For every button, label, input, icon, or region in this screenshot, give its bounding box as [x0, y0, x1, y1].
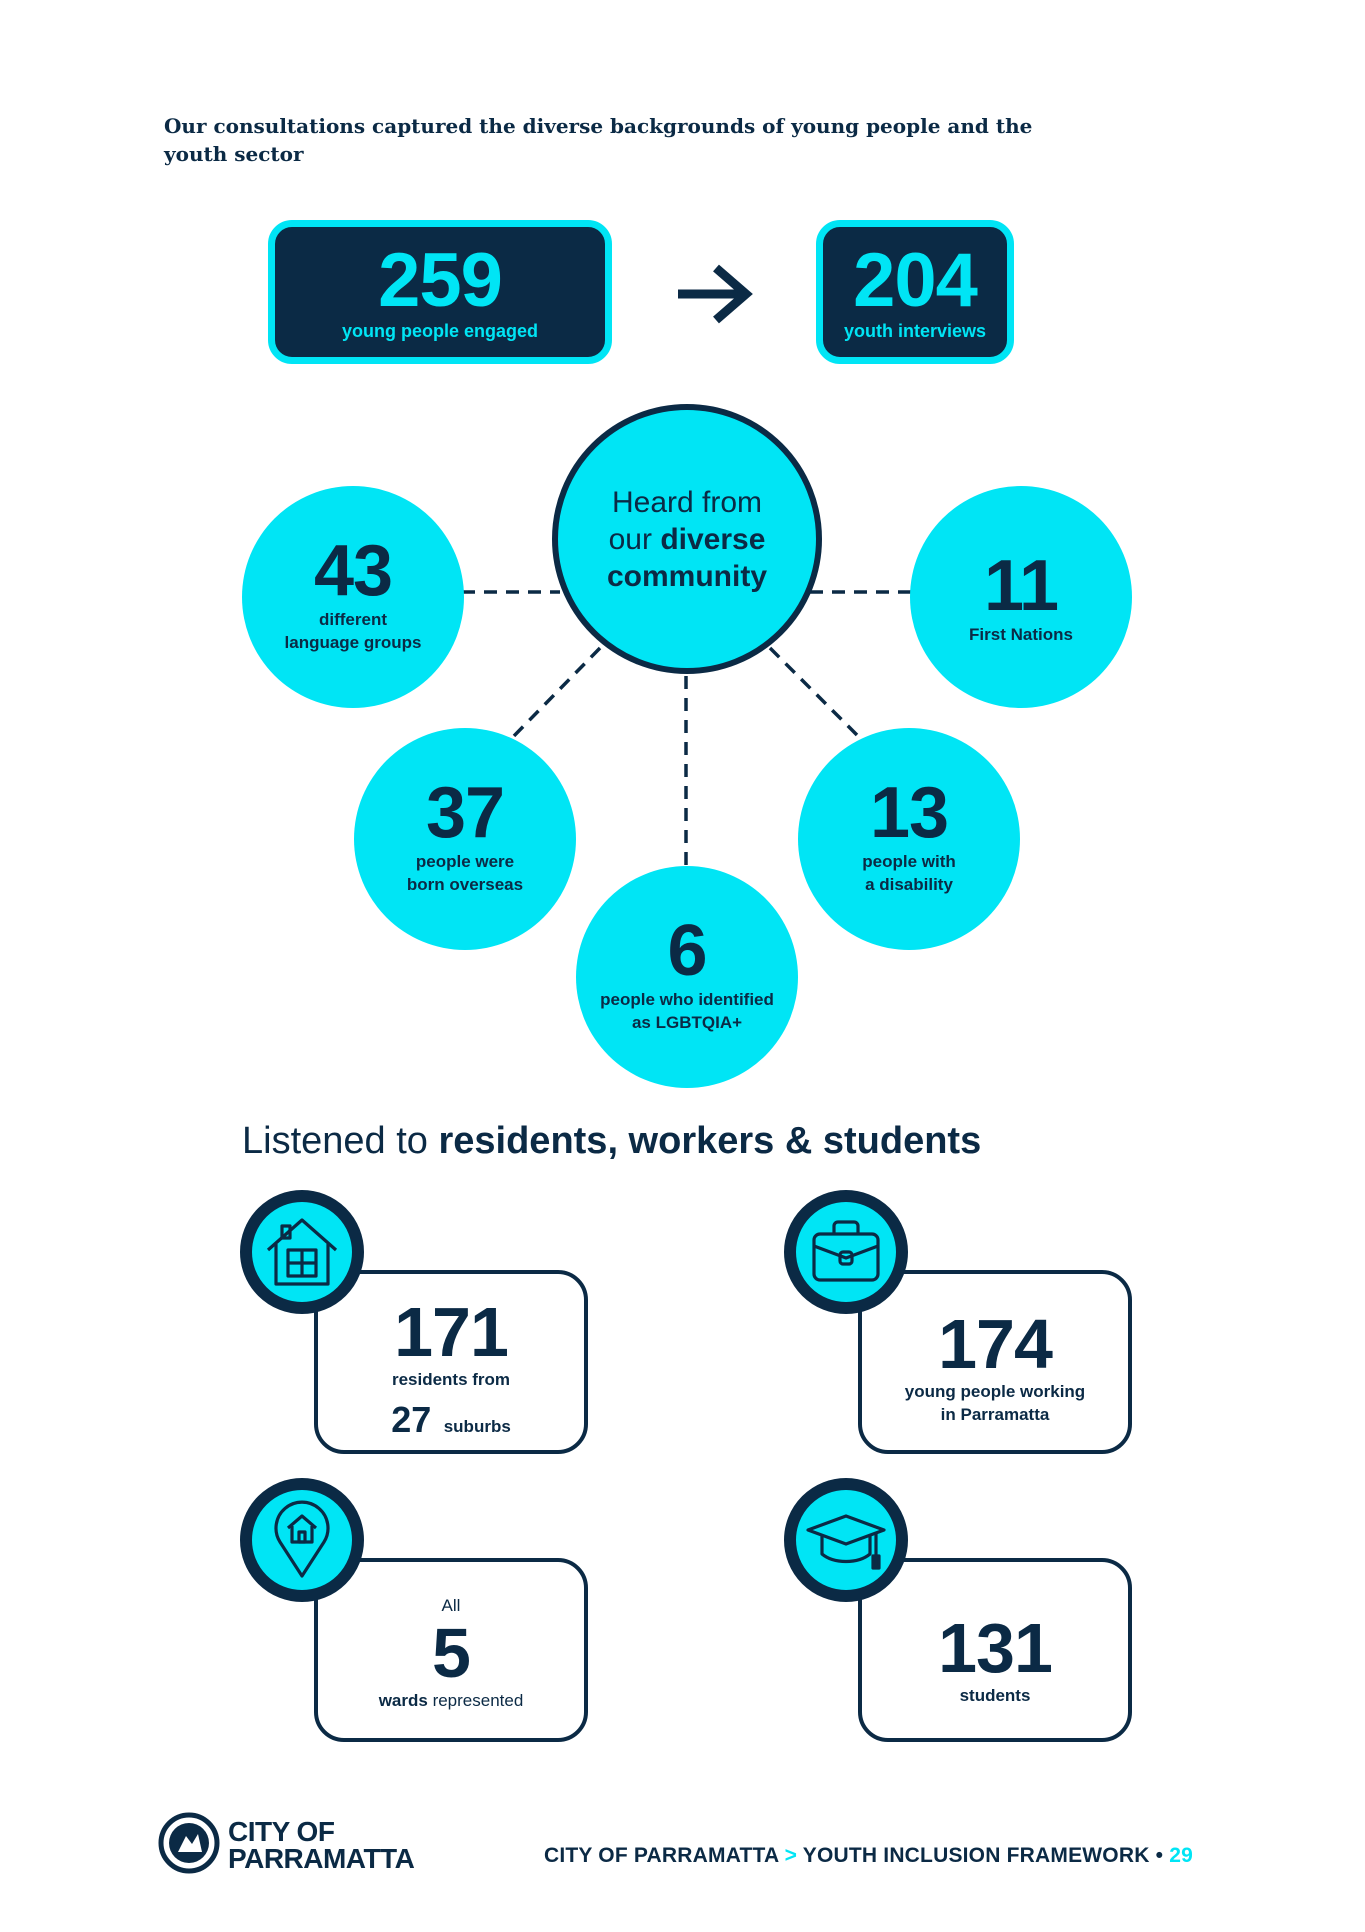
circle-label-line2: a disability: [865, 875, 953, 894]
circle-label-line1: people were: [415, 852, 515, 871]
stat-label: young people engaged: [341, 321, 538, 341]
circle-label-line1: different: [319, 610, 387, 629]
circle-first-nations: 11 First Nations: [910, 486, 1132, 708]
wards-rest: represented: [427, 1691, 524, 1710]
card-wards: All 5 wards represented: [314, 1558, 588, 1742]
circle-label-line1: people who identified: [600, 990, 774, 1009]
circle-value: 6: [667, 911, 707, 991]
intro-text: Our consultations captured the diverse b…: [164, 114, 1033, 166]
circle-value: 37: [425, 773, 505, 853]
wards-label: wards represented: [318, 1689, 584, 1712]
circle-label-line2: as LGBTQIA+: [631, 1013, 743, 1032]
circle-lgbtqia: 6 people who identified as LGBTQIA+: [576, 866, 798, 1088]
card-label-line1: young people working: [904, 1382, 1086, 1401]
suburbs-label: suburbs: [443, 1417, 511, 1436]
card-label: residents from: [391, 1370, 511, 1389]
briefcase-icon-badge: [784, 1190, 908, 1314]
city-logo-icon: [158, 1812, 220, 1874]
center-circle-heard-from: Heard from our diverse community: [552, 404, 822, 674]
circle-born-overseas: 37 people were born overseas: [354, 728, 576, 950]
wards-top: All: [441, 1596, 461, 1615]
stat-young-people-engaged: 259 young people engaged: [268, 220, 612, 364]
circle-label-line1: people with: [862, 852, 956, 871]
logo-line2: PARRAMATTA: [228, 1843, 415, 1874]
page-number: 29: [1169, 1844, 1193, 1867]
card-value: 5: [432, 1614, 471, 1692]
card-residents: 171 residents from 27 suburbs: [314, 1270, 588, 1454]
crumb-separator: >: [784, 1844, 798, 1867]
heading-plain: Listened to: [242, 1120, 439, 1162]
house-icon: [266, 1218, 338, 1286]
circle-value: 11: [983, 545, 1059, 626]
circle-label-line2: language groups: [284, 633, 422, 652]
connector-37: [508, 646, 602, 742]
arrow-right-icon: [678, 264, 753, 324]
center-line3: community: [606, 559, 768, 593]
location-pin-icon: [274, 1500, 330, 1578]
footer-breadcrumb: CITY OF PARRAMATTA > YOUTH INCLUSION FRA…: [544, 1844, 1193, 1868]
graduation-cap-icon: [806, 1514, 886, 1570]
location-pin-icon-badge: [240, 1478, 364, 1602]
card-label: students: [959, 1686, 1031, 1705]
circle-label-line2: born overseas: [406, 875, 524, 894]
card-label-line2: in Parramatta: [940, 1405, 1050, 1424]
circle-disability: 13 people with a disability: [798, 728, 1020, 950]
suburbs-value: 27: [391, 1399, 432, 1440]
card-value: 131: [938, 1609, 1053, 1687]
circle-label-line1: First Nations: [969, 624, 1073, 644]
wards-bold: wards: [378, 1691, 428, 1710]
center-line2: our diverse: [609, 521, 766, 558]
stat-value: 204: [853, 238, 978, 323]
city-logo-text: CITY OF PARRAMATTA: [228, 1816, 415, 1874]
circle-language-groups: 43 different language groups: [242, 486, 464, 708]
suburbs-line: 27 suburbs: [318, 1399, 584, 1441]
stat-youth-interviews: 204 youth interviews: [816, 220, 1014, 364]
card-working: 174 young people working in Parramatta: [858, 1270, 1132, 1454]
crumb-part2: YOUTH INCLUSION FRAMEWORK: [797, 1844, 1156, 1867]
section-heading-listened: Listened to residents, workers & student…: [242, 1120, 981, 1163]
crumb-part1: CITY OF PARRAMATTA: [544, 1844, 785, 1867]
heading-bold: residents, workers & students: [438, 1120, 982, 1162]
center-line2-bold: diverse: [660, 522, 766, 556]
center-line2-prefix: our: [608, 522, 661, 556]
crumb-bullet: •: [1155, 1844, 1164, 1867]
connector-13: [768, 646, 864, 742]
briefcase-icon: [812, 1220, 880, 1282]
card-students: 131 students: [858, 1558, 1132, 1742]
stat-label: youth interviews: [843, 321, 987, 341]
circle-value: 13: [869, 773, 949, 853]
logo-line1: CITY OF: [228, 1816, 335, 1847]
house-icon-badge: [240, 1190, 364, 1314]
card-value: 174: [938, 1305, 1053, 1383]
center-line1: Heard from: [611, 485, 763, 519]
card-value: 171: [394, 1293, 509, 1371]
graduation-cap-icon-badge: [784, 1478, 908, 1602]
stat-value: 259: [378, 238, 503, 323]
circle-value: 43: [313, 531, 393, 611]
